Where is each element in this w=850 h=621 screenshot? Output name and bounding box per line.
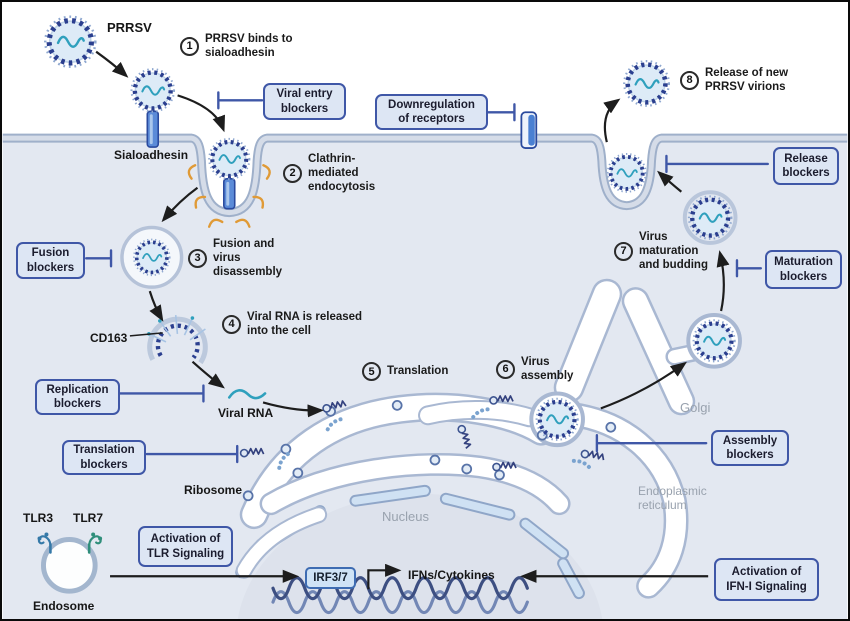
maturation-blockers-box: Maturation blockers [765, 250, 842, 289]
downregulated-receptor [520, 111, 538, 149]
step-4-text: Viral RNA is released into the cell [247, 311, 363, 338]
prrsv-label: PRRSV [107, 20, 152, 35]
endosome-label: Endosome [33, 599, 95, 613]
plasma-membrane [2, 133, 848, 218]
step-6: 6 Virus assembly [496, 355, 573, 383]
free-viral-rna [227, 389, 267, 400]
sialoadhesin-receptor [146, 110, 160, 148]
translation-blockers-box: Translation blockers [62, 440, 146, 475]
golgi-label: Golgi [680, 400, 711, 415]
step-1: 1 PRRSV binds to sialoadhesin [180, 32, 293, 60]
step-4: 4 Viral RNA is released into the cell [222, 310, 362, 338]
step-2-number: 2 [283, 163, 302, 183]
nucleus-label: Nucleus [382, 509, 429, 524]
endosome-with-virion [120, 225, 184, 289]
tlr7-receptor [87, 532, 103, 554]
cytoplasm [2, 138, 848, 619]
dna-helix [271, 576, 529, 615]
tlr3-receptor [37, 532, 52, 554]
step-5-text: Translation [387, 365, 449, 378]
step-4-number: 4 [222, 314, 241, 334]
step-7-text: Virus maturation and budding [639, 231, 708, 272]
irf37-box: IRF3/7 [305, 567, 356, 589]
step-6-number: 6 [496, 359, 515, 379]
golgi-apparatus [553, 278, 708, 416]
tlr-endosome [37, 532, 103, 594]
ifn-signaling-box: Activation of IFN-I Signaling [714, 558, 819, 601]
step-6-text: Virus assembly [521, 356, 574, 383]
release-blockers-box: Release blockers [773, 147, 839, 185]
tlr-signaling-box: Activation of TLR Signaling [138, 526, 233, 567]
step-8: 8 Release of new PRRSV virions [680, 66, 788, 94]
step-8-text: Release of new PRRSV virions [705, 67, 789, 94]
prrsv-virion-endocytosed [209, 139, 249, 179]
flow-arrows [95, 50, 730, 590]
ifns-cytokines-label: IFNs/Cytokines [408, 568, 495, 582]
inhibition-lines [85, 91, 769, 464]
sialoadhesin-label: Sialoadhesin [114, 148, 189, 162]
cd163-pointer-line [129, 332, 163, 337]
viral-rna-label: Viral RNA [218, 406, 274, 420]
viral-entry-blockers-box: Viral entry blockers [263, 83, 346, 120]
prrsv-virion-free [45, 17, 95, 67]
step-5-number: 5 [362, 362, 381, 381]
tlr3-label: TLR3 [23, 511, 53, 525]
step-2-text: Clathrin- mediated endocytosis [308, 153, 376, 194]
fusion-blockers-box: Fusion blockers [16, 242, 85, 279]
virion-maturing [682, 190, 738, 245]
step-3-number: 3 [188, 248, 207, 268]
step-1-number: 1 [180, 36, 199, 56]
step-8-number: 8 [680, 70, 699, 90]
step-2: 2 Clathrin- mediated endocytosis [283, 152, 375, 194]
step-1-text: PRRSV binds to sialoadhesin [205, 33, 293, 60]
ribosome-label: Ribosome [184, 483, 243, 497]
endoplasmic-reticulum-label: Endoplasmic reticulum [638, 484, 707, 512]
tlr7-label: TLR7 [73, 511, 103, 525]
replication-blockers-box: Replication blockers [35, 379, 120, 415]
step-7: 7 Virus maturation and budding [614, 230, 708, 272]
step-7-number: 7 [614, 241, 633, 261]
virion-released [624, 61, 669, 106]
step-5: 5 Translation [362, 362, 448, 381]
assembly-blockers-box: Assembly blockers [711, 430, 789, 466]
step-3: 3 Fusion and virus disassembly [188, 237, 282, 279]
downregulation-of-receptors-box: Downregulation of receptors [375, 94, 488, 130]
cd163-label: CD163 [90, 331, 128, 345]
virion-in-release-pit [605, 151, 648, 194]
prrsv-virion-bound [132, 69, 174, 111]
capsid-cd163 [147, 314, 208, 365]
pit-receptor [223, 178, 236, 210]
step-3-text: Fusion and virus disassembly [213, 238, 283, 279]
